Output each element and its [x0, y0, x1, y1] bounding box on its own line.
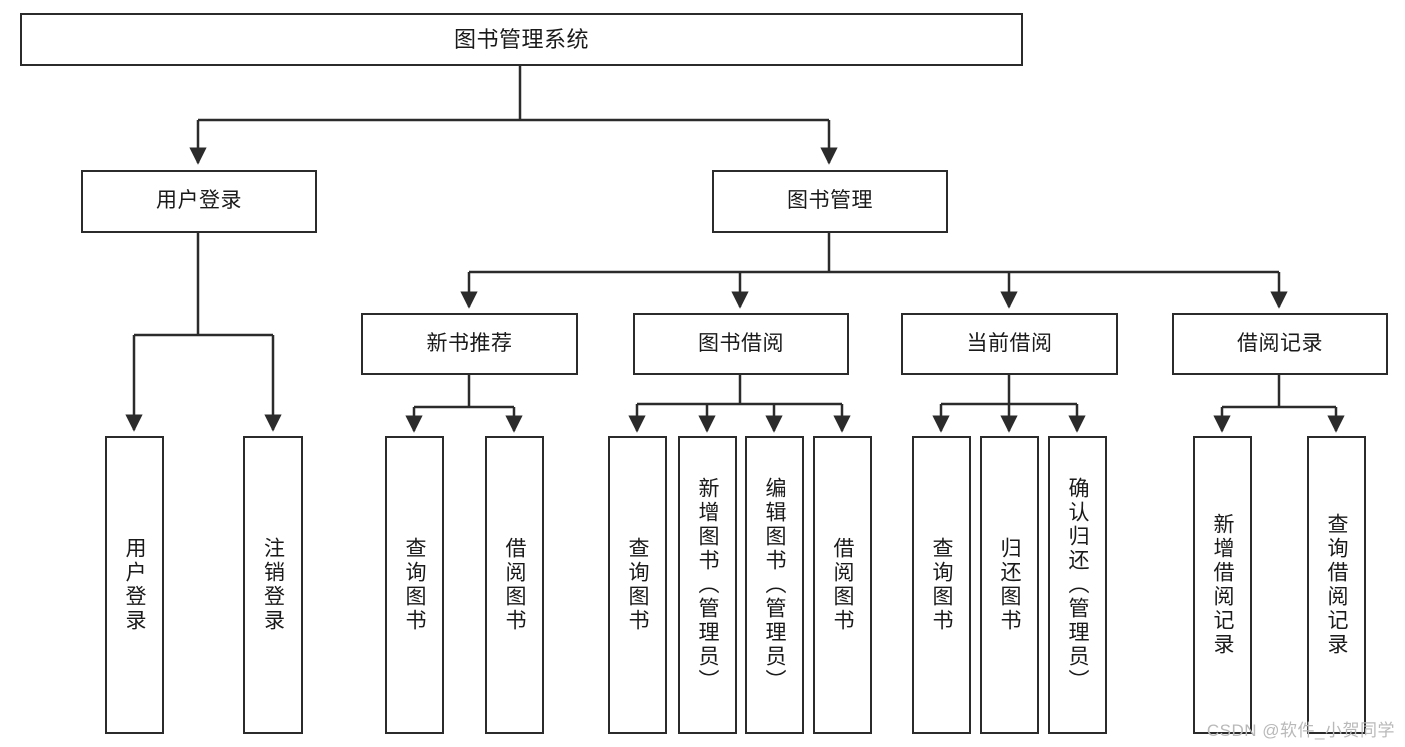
node-book-management[interactable]: 图书管理: [712, 170, 948, 233]
leaf-query-book-borrow[interactable]: 查询图书: [608, 436, 667, 734]
leaf-return-book[interactable]: 归还图书: [980, 436, 1039, 734]
leaf-query-book-borrow-label: 查询图书: [626, 537, 649, 633]
node-user-login[interactable]: 用户登录: [81, 170, 317, 233]
watermark: CSDN @软件_小贺同学: [1206, 721, 1395, 740]
leaf-confirm-return-admin-label: 确认归还（管理员）: [1066, 477, 1089, 693]
leaf-user-login-label: 用户登录: [123, 537, 146, 633]
leaf-borrow-book-recommend[interactable]: 借阅图书: [485, 436, 544, 734]
leaf-confirm-return-admin[interactable]: 确认归还（管理员）: [1048, 436, 1107, 734]
leaf-borrow-book-label: 借阅图书: [831, 537, 854, 633]
leaf-edit-book-admin-label: 编辑图书（管理员）: [763, 477, 786, 693]
node-current-borrow[interactable]: 当前借阅: [901, 313, 1118, 375]
leaf-query-book-current-label: 查询图书: [930, 537, 953, 633]
leaf-query-book-current[interactable]: 查询图书: [912, 436, 971, 734]
node-book-management-label: 图书管理: [787, 189, 873, 213]
leaf-query-borrow-record[interactable]: 查询借阅记录: [1307, 436, 1366, 734]
node-new-book-recommend-label: 新书推荐: [426, 331, 513, 355]
leaf-logout[interactable]: 注销登录: [243, 436, 303, 734]
node-root-label: 图书管理系统: [453, 26, 589, 52]
leaf-query-book-recommend-label: 查询图书: [403, 537, 426, 633]
leaf-add-book-admin-label: 新增图书（管理员）: [696, 477, 719, 693]
node-book-borrow[interactable]: 图书借阅: [633, 313, 849, 375]
leaf-add-borrow-record-label: 新增借阅记录: [1211, 513, 1234, 657]
leaf-query-book-recommend[interactable]: 查询图书: [385, 436, 444, 734]
node-root[interactable]: 图书管理系统: [20, 13, 1023, 66]
leaf-add-borrow-record[interactable]: 新增借阅记录: [1193, 436, 1252, 734]
leaf-user-login[interactable]: 用户登录: [105, 436, 164, 734]
leaf-logout-label: 注销登录: [261, 537, 285, 633]
node-borrow-records-label: 借阅记录: [1237, 331, 1323, 355]
node-user-login-label: 用户登录: [156, 189, 242, 213]
leaf-query-borrow-record-label: 查询借阅记录: [1325, 513, 1348, 657]
leaf-borrow-book-recommend-label: 借阅图书: [503, 537, 526, 633]
leaf-edit-book-admin[interactable]: 编辑图书（管理员）: [745, 436, 804, 734]
node-new-book-recommend[interactable]: 新书推荐: [361, 313, 578, 375]
node-book-borrow-label: 图书借阅: [698, 331, 784, 355]
node-borrow-records[interactable]: 借阅记录: [1172, 313, 1388, 375]
leaf-return-book-label: 归还图书: [998, 537, 1021, 633]
node-current-borrow-label: 当前借阅: [966, 331, 1053, 355]
leaf-add-book-admin[interactable]: 新增图书（管理员）: [678, 436, 737, 734]
leaf-borrow-book[interactable]: 借阅图书: [813, 436, 872, 734]
